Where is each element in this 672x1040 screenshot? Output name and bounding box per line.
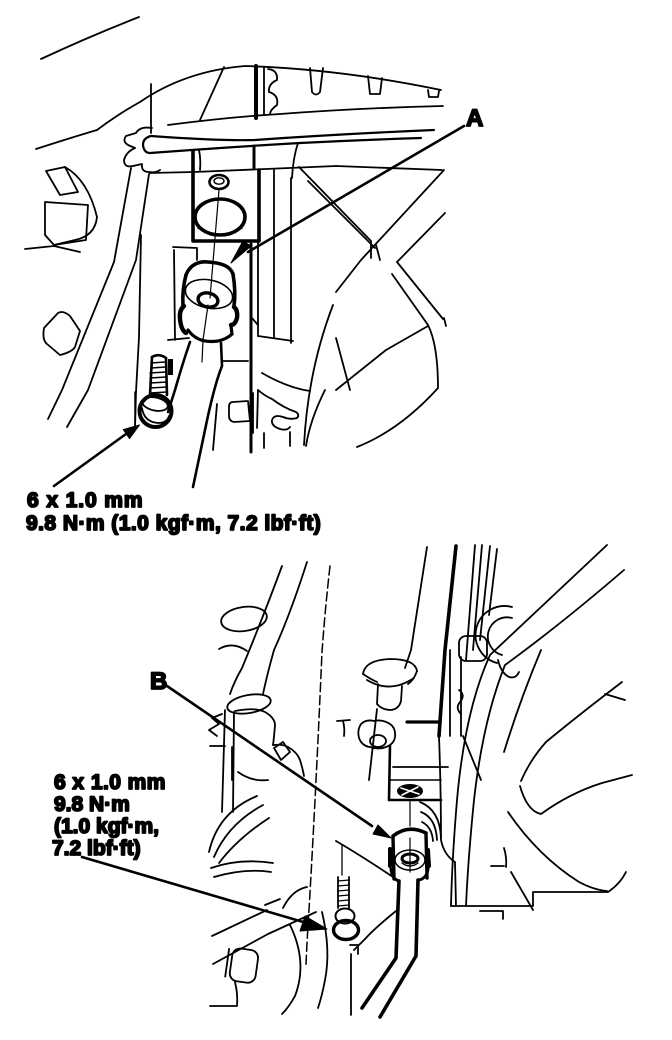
svg-text:9.8 N·m: 9.8 N·m <box>54 793 130 816</box>
svg-text:A: A <box>466 105 483 132</box>
svg-text:6 x 1.0 mm: 6 x 1.0 mm <box>54 771 166 794</box>
svg-text:(1.0 kgf·m,: (1.0 kgf·m, <box>54 815 159 838</box>
svg-text:7.2 lbf·ft): 7.2 lbf·ft) <box>52 837 141 860</box>
svg-text:6 x 1.0 mm: 6 x 1.0 mm <box>27 489 143 512</box>
svg-text:B: B <box>150 668 167 695</box>
svg-text:9.8 N·m (1.0 kgf·m, 7.2 lbf·ft: 9.8 N·m (1.0 kgf·m, 7.2 lbf·ft) <box>26 512 321 535</box>
